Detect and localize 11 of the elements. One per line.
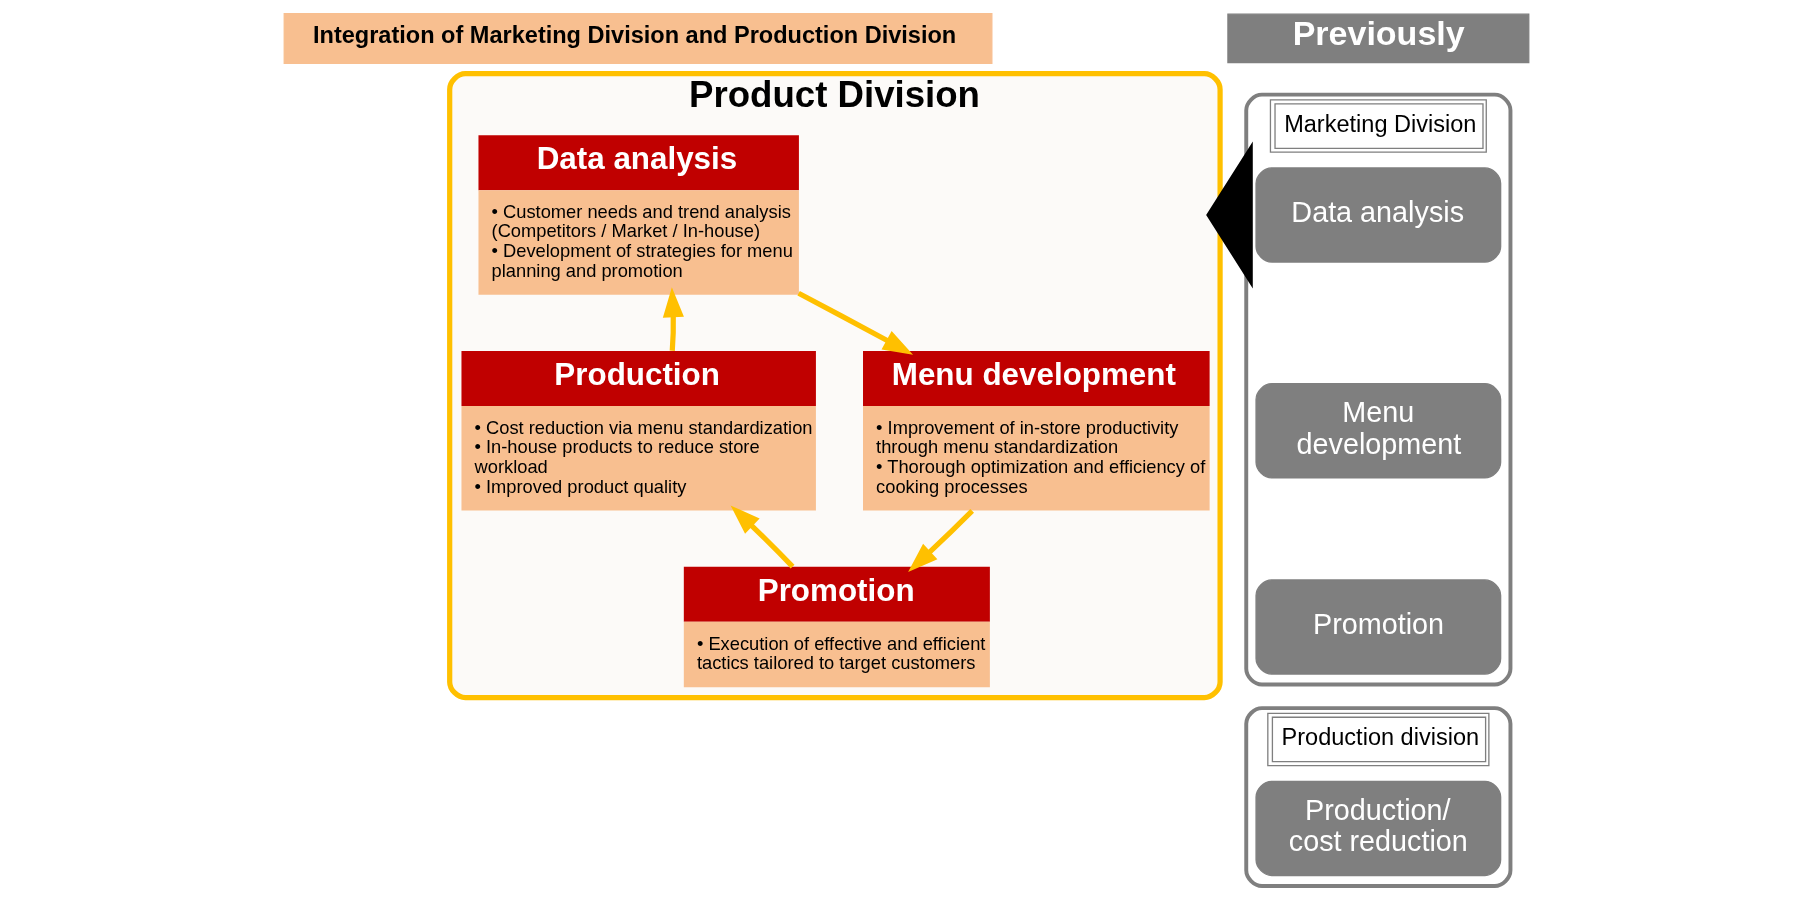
node-box: Integration of Marketing Division and Production Division	[283, 12, 993, 64]
node-box: Production/ cost reduction	[1255, 780, 1502, 877]
arrow	[797, 290, 914, 355]
node-box: Menu development	[1255, 383, 1502, 479]
node-box: Promotion	[1255, 579, 1502, 675]
arrow	[662, 287, 684, 351]
node-box: Previously	[1227, 13, 1530, 64]
arrow	[730, 505, 795, 569]
node-box: Data analysis	[1255, 167, 1502, 263]
arrow	[908, 509, 975, 572]
arrow	[1206, 141, 1253, 289]
